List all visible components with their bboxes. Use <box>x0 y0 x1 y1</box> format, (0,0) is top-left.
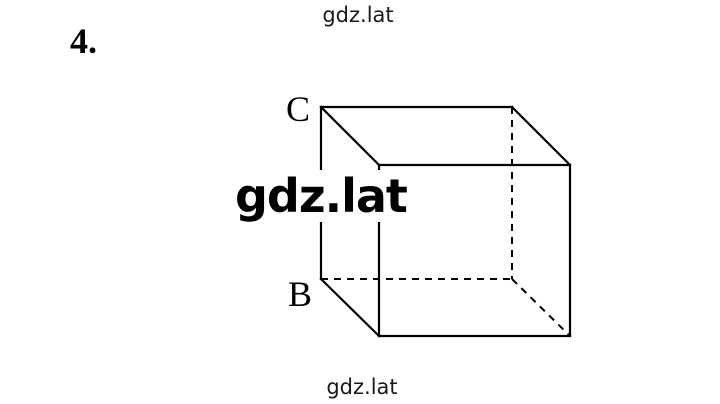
hidden-edge-bottom-right-diagonal <box>511 278 571 337</box>
edge-bottom-left-diagonal <box>319 277 381 338</box>
edge-top-left-diagonal <box>319 105 381 167</box>
vertex-label-b: B <box>288 274 312 314</box>
edge-top-right-diagonal <box>510 105 572 167</box>
problem-number: 4. <box>70 21 97 61</box>
watermark-center: gdz.lat <box>233 170 411 222</box>
vertex-label-c: C <box>286 89 310 129</box>
watermark-bottom: gdz.lat <box>326 375 398 399</box>
watermark-top: gdz.lat <box>322 3 394 27</box>
